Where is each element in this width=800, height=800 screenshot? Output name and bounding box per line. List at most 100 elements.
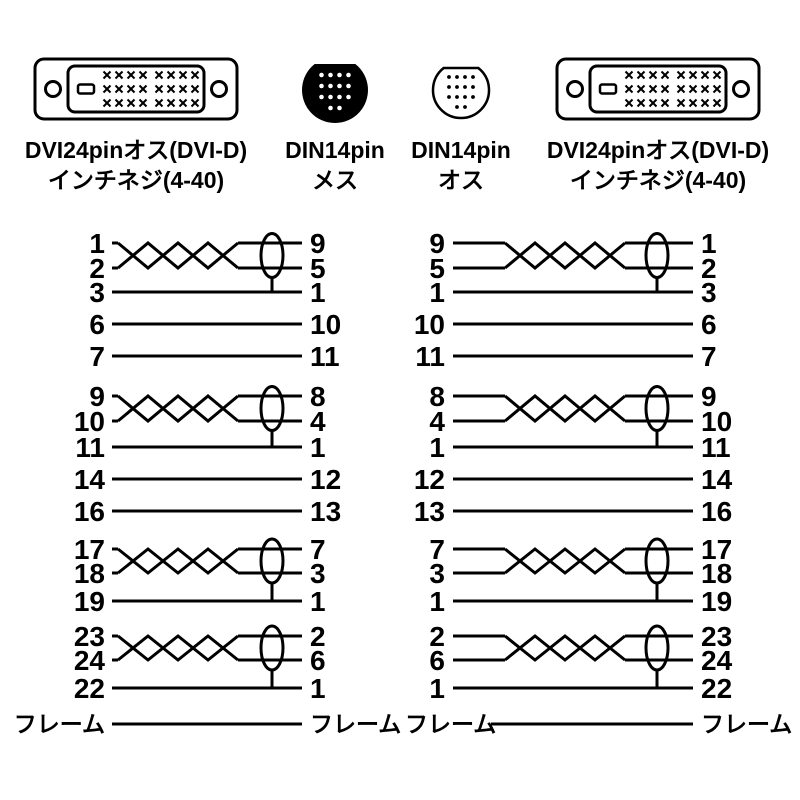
twisted-pair-symbol [117,241,239,270]
din-male-pin-field [447,75,475,109]
connector-block-din-male: DIN14pin オス [386,53,536,194]
dvi-pin [126,70,136,80]
din-pin [346,83,351,89]
twisted-pair-symbol [504,547,626,575]
connector-sublabel: メス [312,167,358,194]
shield-ellipse [644,537,670,585]
pin-number-right: 10 [701,406,732,437]
pin-number-left: 17 [74,534,105,565]
pin-number-left: 22 [74,673,105,704]
connector-block-din-female: DIN14pin メス [260,53,410,194]
din-pin [471,85,475,89]
screw-hole-right [732,80,750,98]
pin-number-right: 22 [701,673,732,704]
connector-label: DVI24pinオス(DVI-D) [546,137,770,163]
dvi-pin [712,98,722,108]
pin-number-right: 1 [701,228,717,259]
dvi-pin [688,98,698,108]
pin-number-left: 6 [429,645,445,676]
dvi-connector-icon [555,57,761,121]
connector-block-dvi-right: DVI24pinオス(DVI-D) インチネジ(4-40) [528,53,788,194]
din-male-connector-drawing [386,53,536,125]
din-pin [346,94,351,100]
pin-number-left: 10 [74,406,105,437]
pin-number-left: 3 [429,558,445,589]
din-pin [328,72,333,78]
connector-label: DVI24pinオス(DVI-D) [24,137,248,163]
shield-ellipse [259,624,285,672]
pin-number-left: 24 [74,645,106,676]
pin-number-right: 8 [310,381,326,412]
twisted-pair-symbol [504,241,626,270]
din-pin [337,105,342,111]
din-female-body [302,64,368,123]
twisted-pair-symbol [117,394,239,423]
pin-number-left: 2 [429,621,445,652]
twisted-pair-symbol [117,547,239,575]
pin-number-left: 4 [429,406,445,437]
dvi-pin [700,70,710,80]
dvi-pin [102,98,112,108]
twisted-pair-symbol [504,394,626,423]
dvi-pin [648,98,658,108]
frame-label-right: フレーム [310,711,401,737]
screw-hole-left [44,80,62,98]
din-pin [319,83,324,89]
dvi-pin [166,84,176,94]
dvi-pin [138,70,148,80]
pin-number-right: 17 [701,534,732,565]
pin-number-right: 10 [310,309,341,340]
twisted-pair-symbol [504,634,626,662]
din-male-connector-icon [431,66,491,120]
shield-ellipse [644,624,670,672]
pin-number-right: 4 [310,406,326,437]
pin-number-left: 2 [89,253,105,284]
din-pin [455,95,459,99]
pin-number-left: 13 [414,496,445,527]
dvi-pin [154,70,164,80]
pin-number-right: 3 [701,277,717,308]
pin-number-left: 1 [429,673,445,704]
dvi-pin [712,70,722,80]
connector-label: DIN14pin [285,137,385,163]
din-pin [463,75,467,79]
pin-number-right: 18 [701,558,732,589]
dvi-pin [102,70,112,80]
din-pin [319,72,324,78]
pin-number-left: 6 [89,309,105,340]
dvi-pin [660,70,670,80]
din-female-connector-icon [302,64,368,123]
frame-label-left: フレーム [405,711,496,737]
pin-number-right: 5 [310,253,326,284]
dvi-pin [190,70,200,80]
pin-number-left: 9 [429,228,445,259]
din-pin [337,94,342,100]
dvi-pin [712,84,722,94]
din-pin [337,83,342,89]
dvi-pin [154,84,164,94]
shield-ellipse [259,385,285,432]
dvi-connector-icon [33,57,239,121]
dvi-pin [660,84,670,94]
screw-hole-right [210,80,228,98]
pin-number-right: 14 [701,464,733,495]
twisted-pair-symbol [504,547,626,575]
dvi-pin [624,98,634,108]
pin-number-right: 6 [310,645,326,676]
dvi-pin-field [624,70,722,108]
pin-number-right: 7 [701,341,717,372]
din-pin [455,75,459,79]
dvi-pin [624,84,634,94]
din-pin [471,75,475,79]
din-pin [471,95,475,99]
din-pin [328,83,333,89]
dvi-pin [102,84,112,94]
dvi-pin [114,98,124,108]
din-pin [463,85,467,89]
pin-number-right: 1 [310,673,326,704]
pin-number-left: 16 [74,496,105,527]
dvi-pin [154,98,164,108]
pin-number-right: 7 [310,534,326,565]
